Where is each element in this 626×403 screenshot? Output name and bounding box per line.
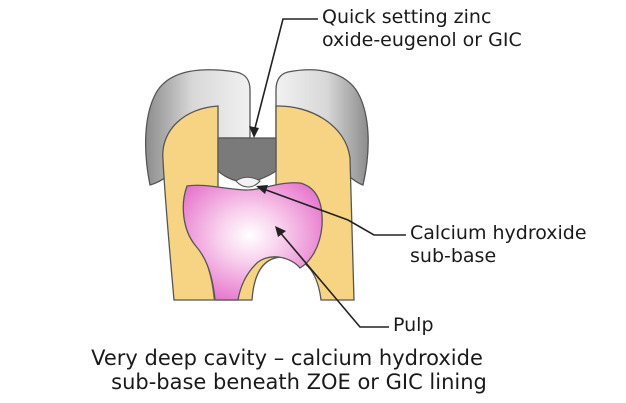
pulp-label: Pulp <box>393 314 434 337</box>
lining-label-line-1: Quick setting zinc <box>322 6 522 29</box>
figure-caption: Very deep cavity – calcium hydroxide sub… <box>0 346 626 394</box>
lining-material <box>218 138 276 182</box>
calcium-hydroxide-sub-base <box>236 177 260 187</box>
sub-base-label: Calcium hydroxide sub-base <box>410 222 587 268</box>
sub-base-label-line-2: sub-base <box>410 245 587 268</box>
caption-line-2: sub-base beneath ZOE or GIC lining <box>0 370 626 394</box>
caption-line-1: Very deep cavity – calcium hydroxide <box>0 346 626 370</box>
sub-base-label-line-1: Calcium hydroxide <box>410 222 587 245</box>
lining-label: Quick setting zinc oxide-eugenol or GIC <box>322 6 522 52</box>
lining-label-line-2: oxide-eugenol or GIC <box>322 29 522 52</box>
